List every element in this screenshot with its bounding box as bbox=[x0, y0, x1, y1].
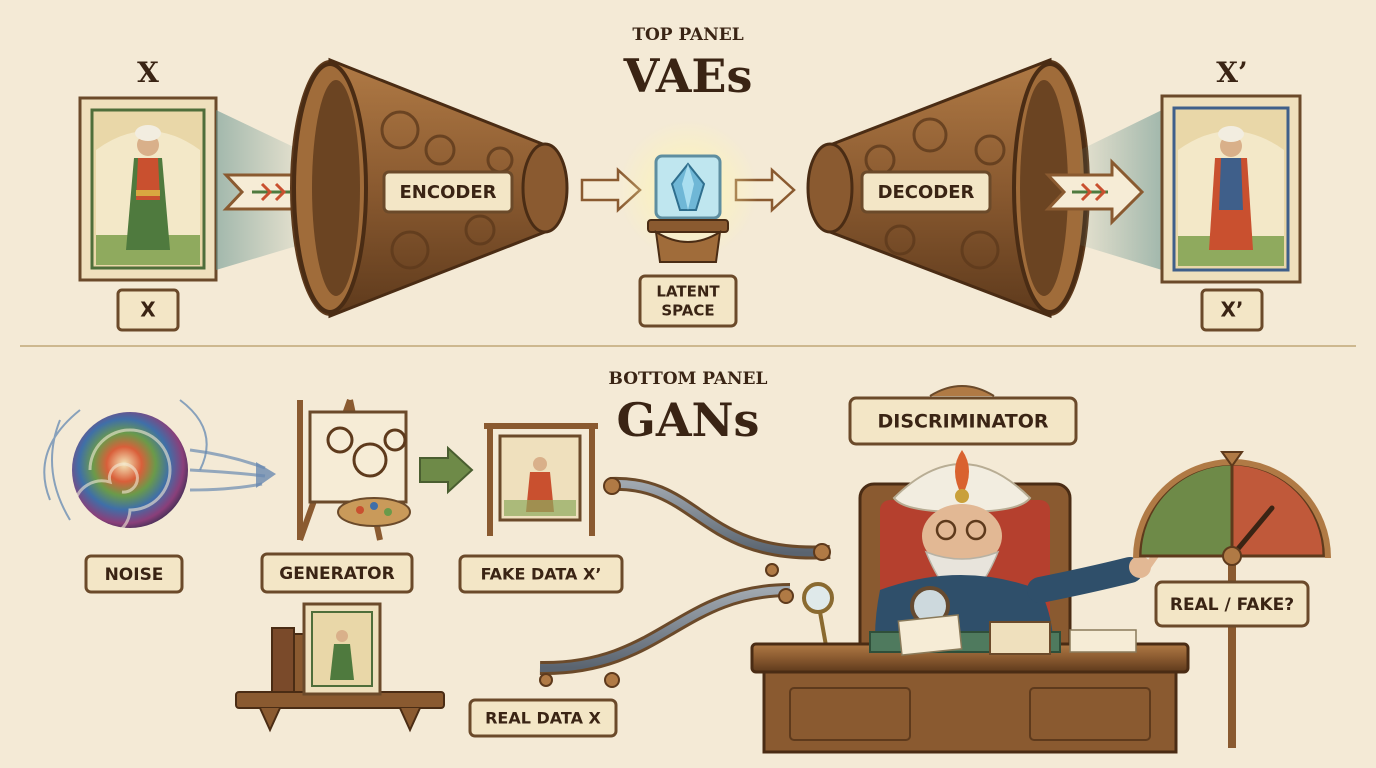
bottom-panel-caption: BOTTOM PANEL bbox=[609, 369, 768, 389]
svg-text:X: X bbox=[140, 298, 156, 322]
real-data-plaque: REAL DATA X bbox=[468, 698, 618, 738]
real-data-rail bbox=[539, 583, 794, 688]
latent-plaque: LATENT SPACE bbox=[638, 274, 738, 328]
discriminator-plaque: DISCRIMINATOR bbox=[848, 385, 1078, 446]
noise-plaque: NOISE bbox=[84, 554, 184, 594]
svg-text:GENERATOR: GENERATOR bbox=[279, 564, 394, 584]
real-data-shelf bbox=[235, 627, 445, 733]
verdict-gauge bbox=[1133, 451, 1331, 748]
encoder-plaque: ENCODER bbox=[382, 170, 514, 214]
decoder-plaque: DECODER bbox=[860, 170, 992, 214]
svg-text:SPACE: SPACE bbox=[661, 302, 714, 320]
fake-data-plaque: FAKE DATA X’ bbox=[458, 554, 624, 594]
real-data-card bbox=[302, 602, 382, 696]
top-panel-title: VAEs bbox=[623, 49, 753, 103]
svg-text:REAL DATA X: REAL DATA X bbox=[485, 709, 601, 728]
input-plaque: X bbox=[116, 288, 180, 332]
svg-text:DISCRIMINATOR: DISCRIMINATOR bbox=[877, 411, 1048, 433]
generator-easel bbox=[297, 398, 411, 542]
input-heading: X bbox=[137, 56, 159, 89]
output-plaque: X’ bbox=[1200, 288, 1264, 332]
top-panel-caption: TOP PANEL bbox=[632, 25, 743, 45]
bottom-panel-title: GANs bbox=[617, 393, 760, 447]
output-portrait-card bbox=[1160, 94, 1302, 284]
svg-text:LATENT: LATENT bbox=[656, 283, 720, 301]
svg-text:REAL / FAKE?: REAL / FAKE? bbox=[1170, 595, 1294, 615]
output-heading: X’ bbox=[1216, 56, 1247, 89]
svg-text:ENCODER: ENCODER bbox=[400, 182, 497, 203]
generator-plaque: GENERATOR bbox=[260, 552, 414, 594]
svg-text:NOISE: NOISE bbox=[105, 565, 164, 585]
output-arrow bbox=[1044, 158, 1145, 226]
fake-data-rail bbox=[603, 476, 831, 577]
discriminator-desk bbox=[750, 614, 1190, 754]
svg-text:X’: X’ bbox=[1220, 298, 1243, 322]
latent-crystal bbox=[654, 154, 722, 220]
input-portrait-card bbox=[78, 96, 218, 282]
noise-swirl bbox=[43, 399, 276, 539]
verdict-plaque: REAL / FAKE? bbox=[1154, 580, 1310, 628]
svg-text:FAKE DATA X’: FAKE DATA X’ bbox=[481, 565, 602, 584]
svg-text:DECODER: DECODER bbox=[878, 182, 975, 203]
latent-pedestal bbox=[647, 219, 729, 263]
generator-to-fake-arrow bbox=[419, 445, 474, 495]
fake-data-frame bbox=[484, 423, 598, 536]
